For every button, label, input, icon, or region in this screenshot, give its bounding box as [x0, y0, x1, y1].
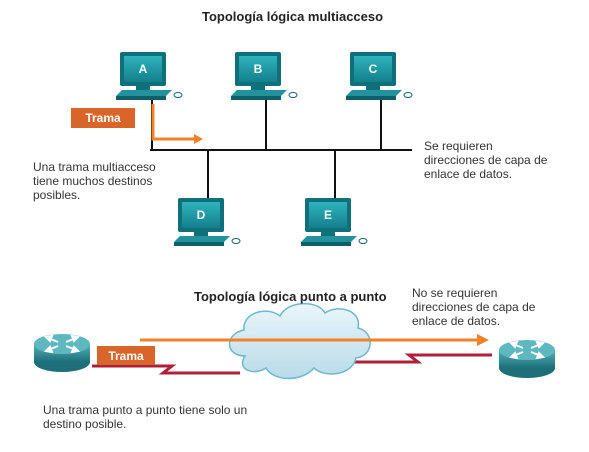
note-line: Una trama multiacceso [33, 160, 156, 174]
computer-label: A [139, 62, 148, 76]
multiaccess-title: Topología lógica multiacceso [202, 9, 384, 24]
computer-d-icon: D [174, 198, 241, 246]
note-line: direcciones de capa de [412, 300, 536, 314]
serial-link [92, 353, 492, 375]
multiaccess-frame-label: Trama [71, 108, 135, 128]
computer-a-icon: A [116, 52, 183, 100]
note-line: No se requieren [412, 286, 498, 300]
computer-e-icon: E [301, 198, 368, 246]
computer-c-icon: C [346, 52, 413, 100]
computer-label: C [369, 62, 378, 76]
computer-label: B [254, 62, 263, 76]
router-right-icon [499, 340, 555, 378]
note-line: Se requieren [424, 139, 493, 153]
note-line: tiene muchos destinos [33, 174, 153, 188]
multiaccess-frame-arrow [151, 104, 203, 144]
p2p-title: Topología lógica punto a punto [194, 289, 387, 304]
p2p-frame-label: Trama [97, 346, 155, 365]
note-line: direcciones de capa de [424, 153, 548, 167]
note-line: enlace de datos. [424, 167, 513, 181]
note-line: Una trama punto a punto tiene solo un [43, 403, 248, 417]
computer-b-icon: B [231, 52, 298, 100]
note-line: destino posible. [43, 417, 127, 431]
router-left-icon [34, 334, 90, 372]
computer-label: E [324, 208, 332, 222]
bus-line [150, 100, 412, 198]
p2p-frame-arrow [140, 334, 489, 346]
note-line: posibles. [33, 188, 81, 202]
computer-label: D [197, 208, 206, 222]
note-line: enlace de datos. [412, 314, 501, 328]
